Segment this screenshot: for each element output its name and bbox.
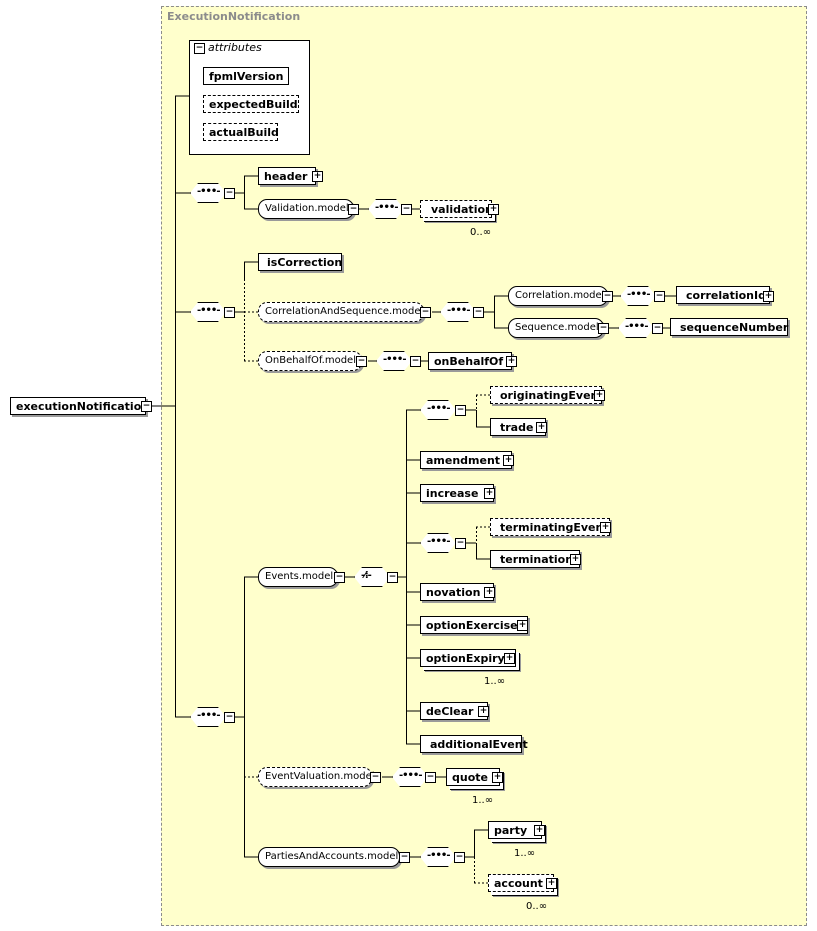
choice-icon: -⁄⁞- bbox=[361, 570, 372, 581]
sequence-icon: -•••- bbox=[427, 850, 451, 861]
expand-icon[interactable]: + bbox=[484, 488, 495, 499]
element-novation[interactable]: novation bbox=[420, 583, 494, 601]
occurrence-label: 0..∞ bbox=[526, 901, 548, 912]
collapse-icon[interactable]: − bbox=[387, 572, 398, 583]
sequence-icon: -•••- bbox=[399, 770, 423, 781]
expand-icon[interactable]: + bbox=[504, 653, 515, 664]
panel-title: ExecutionNotification bbox=[167, 10, 301, 23]
collapse-icon[interactable]: − bbox=[425, 772, 436, 783]
expand-icon[interactable]: + bbox=[492, 772, 503, 783]
element-de-clear[interactable]: deClear bbox=[420, 702, 488, 720]
element-correlation-id[interactable]: correlationId bbox=[676, 286, 770, 304]
attribute-actual-build[interactable]: actualBuild bbox=[203, 123, 279, 141]
attribute-expected-build[interactable]: expectedBuild bbox=[203, 95, 299, 113]
group-validation-model[interactable]: Validation.model bbox=[258, 199, 354, 219]
collapse-icon[interactable]: − bbox=[602, 291, 613, 302]
group-on-behalf-of-model[interactable]: OnBehalfOf.model bbox=[258, 351, 362, 371]
expand-icon[interactable]: + bbox=[517, 620, 528, 631]
element-account[interactable]: account bbox=[488, 874, 554, 892]
expand-icon[interactable]: + bbox=[478, 706, 489, 717]
collapse-icon[interactable]: − bbox=[334, 572, 345, 583]
expand-icon[interactable]: + bbox=[506, 356, 517, 367]
attributes-header: attributes bbox=[208, 41, 262, 54]
sequence-icon: -•••- bbox=[197, 186, 221, 197]
collapse-icon[interactable]: − bbox=[370, 772, 381, 783]
expand-icon[interactable]: + bbox=[763, 291, 774, 302]
expand-icon[interactable]: + bbox=[536, 422, 547, 433]
element-on-behalf-of[interactable]: onBehalfOf bbox=[428, 352, 512, 370]
collapse-icon[interactable]: − bbox=[455, 405, 466, 416]
collapse-icon[interactable]: − bbox=[194, 43, 205, 54]
group-parties-and-accounts-model[interactable]: PartiesAndAccounts.model bbox=[258, 847, 400, 867]
group-correlation-model[interactable]: Correlation.model bbox=[508, 286, 608, 306]
element-trade[interactable]: trade bbox=[490, 418, 546, 436]
expand-icon[interactable]: + bbox=[488, 204, 499, 215]
element-originating-event[interactable]: originatingEvent bbox=[490, 386, 604, 404]
expand-icon[interactable]: + bbox=[503, 455, 514, 466]
group-sequence-model[interactable]: Sequence.model bbox=[508, 318, 604, 338]
collapse-icon[interactable]: − bbox=[473, 307, 484, 318]
collapse-icon[interactable]: − bbox=[454, 852, 465, 863]
element-header[interactable]: header bbox=[258, 167, 316, 185]
occurrence-label: 1..∞ bbox=[514, 848, 536, 859]
expand-icon[interactable]: + bbox=[546, 878, 557, 889]
collapse-icon[interactable]: − bbox=[224, 188, 235, 199]
collapse-icon[interactable]: − bbox=[356, 356, 367, 367]
sequence-icon: -•••- bbox=[197, 710, 221, 721]
collapse-icon[interactable]: − bbox=[348, 204, 359, 215]
collapse-icon[interactable]: − bbox=[598, 323, 609, 334]
element-quote[interactable]: quote bbox=[446, 768, 500, 786]
group-event-valuation-model[interactable]: EventValuation.model bbox=[258, 767, 375, 787]
root-label: executionNotification bbox=[16, 400, 150, 413]
collapse-icon[interactable]: − bbox=[420, 307, 431, 318]
element-terminating-event[interactable]: terminatingEvent bbox=[490, 518, 610, 536]
element-amendment[interactable]: amendment bbox=[420, 451, 512, 469]
expand-icon[interactable]: + bbox=[570, 554, 581, 565]
root-element-execution-notification[interactable]: executionNotification bbox=[10, 397, 150, 415]
expand-icon[interactable]: + bbox=[484, 587, 495, 598]
collapse-icon[interactable]: − bbox=[654, 291, 665, 302]
group-events-model[interactable]: Events.model bbox=[258, 567, 338, 587]
collapse-icon[interactable]: − bbox=[401, 204, 412, 215]
collapse-icon[interactable]: − bbox=[224, 712, 235, 723]
element-increase[interactable]: increase bbox=[420, 484, 494, 502]
collapse-icon[interactable]: − bbox=[455, 538, 466, 549]
occurrence-label: 0..∞ bbox=[470, 227, 492, 238]
element-validation[interactable]: validation bbox=[420, 200, 493, 218]
sequence-icon: -•••- bbox=[627, 289, 651, 300]
collapse-icon[interactable]: − bbox=[141, 401, 152, 412]
element-is-correction[interactable]: isCorrection bbox=[258, 253, 342, 271]
sequence-icon: -•••- bbox=[197, 305, 221, 316]
element-termination[interactable]: termination bbox=[490, 550, 580, 568]
collapse-icon[interactable]: − bbox=[399, 852, 410, 863]
expand-icon[interactable]: + bbox=[600, 522, 611, 533]
attribute-fpml-version[interactable]: fpmlVersion bbox=[203, 67, 289, 85]
element-option-expiry[interactable]: optionExpiry bbox=[420, 649, 516, 667]
group-correlation-and-sequence-model[interactable]: CorrelationAndSequence.model bbox=[258, 302, 424, 322]
sequence-icon: -•••- bbox=[427, 403, 451, 414]
sequence-icon: -•••- bbox=[375, 202, 399, 213]
element-option-exercise[interactable]: optionExercise bbox=[420, 616, 528, 634]
occurrence-label: 1..∞ bbox=[484, 676, 506, 687]
collapse-icon[interactable]: − bbox=[652, 323, 663, 334]
sequence-icon: -•••- bbox=[447, 305, 471, 316]
element-additional-event[interactable]: additionalEvent bbox=[420, 735, 528, 753]
expand-icon[interactable]: + bbox=[312, 171, 323, 182]
expand-icon[interactable]: + bbox=[594, 390, 605, 401]
sequence-icon: -•••- bbox=[625, 321, 649, 332]
expand-icon[interactable]: + bbox=[534, 825, 545, 836]
occurrence-label: 1..∞ bbox=[472, 795, 494, 806]
sequence-icon: -•••- bbox=[427, 536, 451, 547]
sequence-icon: -•••- bbox=[383, 354, 407, 365]
collapse-icon[interactable]: − bbox=[224, 307, 235, 318]
element-sequence-number[interactable]: sequenceNumber bbox=[670, 318, 788, 336]
collapse-icon[interactable]: − bbox=[410, 356, 421, 367]
